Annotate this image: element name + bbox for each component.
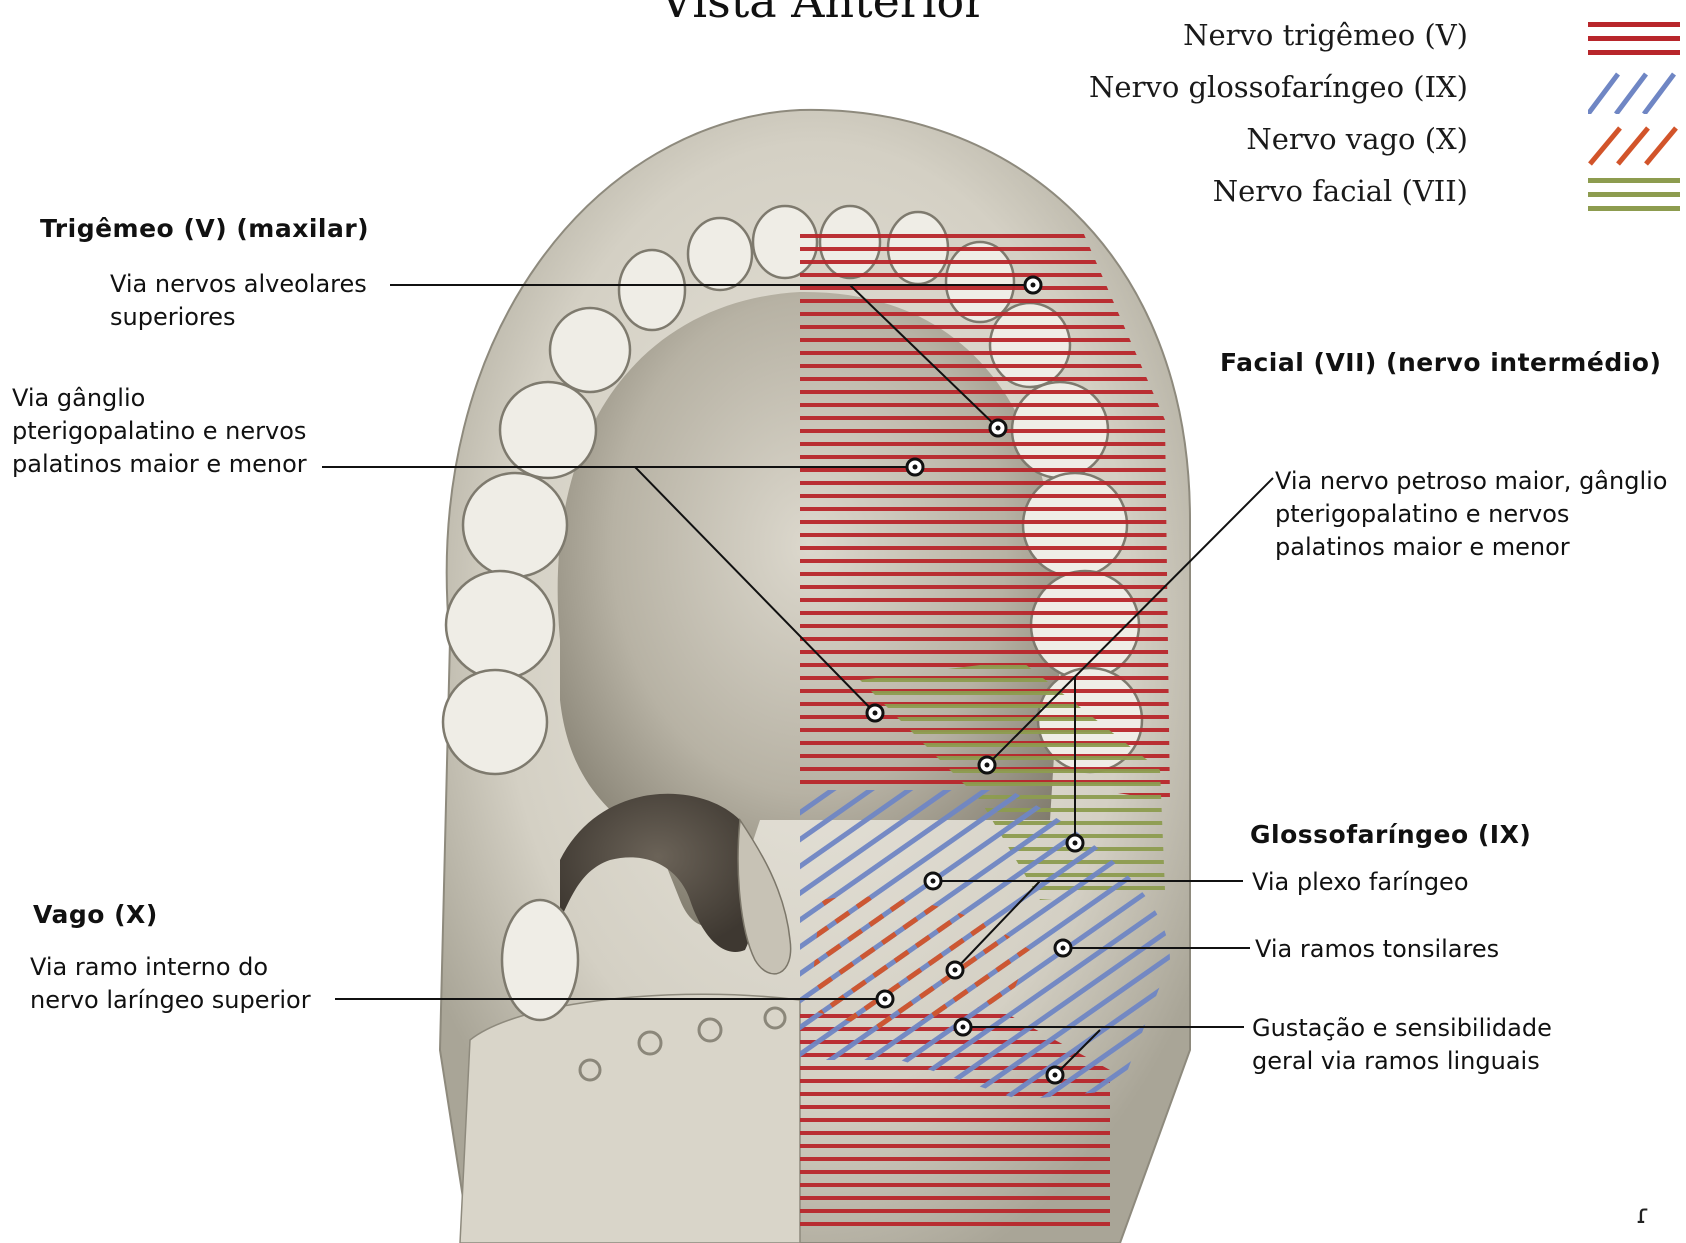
label-lingual-branches-1: Gustação e sensibilidade <box>1252 1012 1552 1045</box>
label-tonsillar-branches: Via ramos tonsilares <box>1255 933 1499 966</box>
legend-swatch-vagus <box>1588 122 1680 166</box>
label-lingual-branches-2: geral via ramos linguais <box>1252 1045 1540 1078</box>
legend-label-vagus: Nervo vago (X) <box>1246 122 1468 156</box>
label-pterygopalatine-2: pterigopalatino e nervos <box>12 415 306 448</box>
legend-swatch-trigeminal <box>1588 18 1680 62</box>
legend-label-glossopharyngeal: Nervo glossofaríngeo (IX) <box>1089 70 1468 104</box>
figure-title: Vista Anterior <box>660 0 986 28</box>
label-superior-laryngeal-2: nervo laríngeo superior <box>30 984 311 1017</box>
label-greater-petrosal-1: Via nervo petroso maior, gânglio <box>1275 465 1667 498</box>
label-greater-petrosal-3: palatinos maior e menor <box>1275 531 1570 564</box>
label-superior-laryngeal-1: Via ramo interno do <box>30 951 268 984</box>
label-alveolar-nerves-2: superiores <box>110 301 236 334</box>
tongue <box>460 994 800 1243</box>
legend-label-facial: Nervo facial (VII) <box>1213 174 1468 208</box>
label-pharyngeal-plexus: Via plexo faríngeo <box>1252 866 1469 899</box>
glossopharyngeal-header: Glossofaríngeo (IX) <box>1250 820 1531 849</box>
legend-label-trigeminal: Nervo trigêmeo (V) <box>1183 18 1468 52</box>
label-pterygopalatine-1: Via gânglio <box>12 382 145 415</box>
legend-swatch-facial <box>1588 174 1680 218</box>
label-pterygopalatine-3: palatinos maior e menor <box>12 448 307 481</box>
facial-header: Facial (VII) (nervo intermédio) <box>1220 348 1661 377</box>
vagus-header: Vago (X) <box>33 900 158 929</box>
trigeminal-header: Trigêmeo (V) (maxilar) <box>40 214 369 243</box>
label-alveolar-nerves-1: Via nervos alveolares <box>110 268 367 301</box>
legend-swatch-glossopharyngeal <box>1588 70 1680 114</box>
corner-mark: ɾ <box>1636 1200 1650 1230</box>
label-greater-petrosal-2: pterigopalatino e nervos <box>1275 498 1569 531</box>
